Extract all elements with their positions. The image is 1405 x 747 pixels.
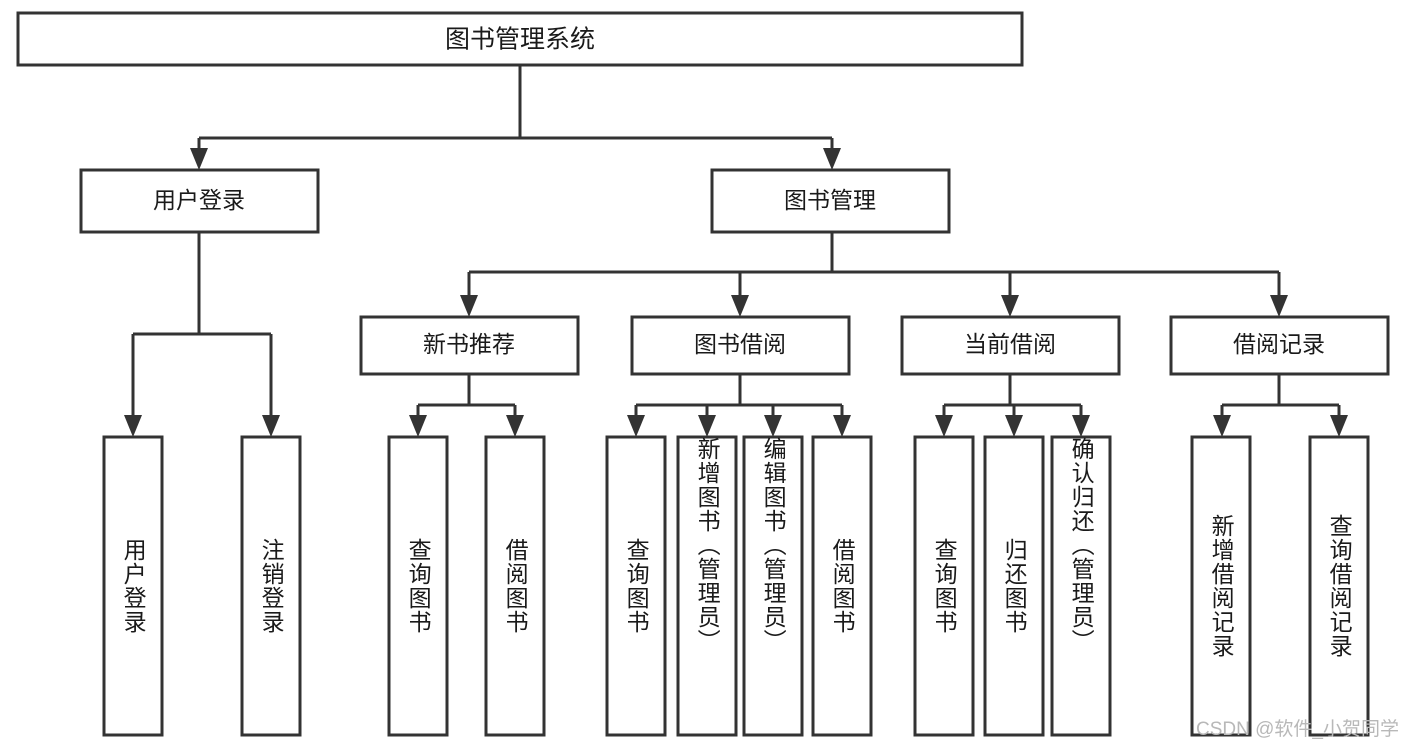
arrow-head-bb-leaf2 xyxy=(698,415,716,437)
node-leaf-cb-confirm-return[interactable] xyxy=(1050,435,1112,737)
node-book-borrow[interactable] xyxy=(630,315,851,376)
arrow-head-cb-leaf2 xyxy=(1005,415,1023,437)
node-leaf-cb-return-book[interactable] xyxy=(983,435,1045,737)
node-new-book-recommend[interactable] xyxy=(359,315,580,376)
arrow-head-nbr-leaf1 xyxy=(409,415,427,437)
node-user-login[interactable] xyxy=(79,168,320,234)
arrow-head-br-leaf2 xyxy=(1330,415,1348,437)
node-borrow-record[interactable] xyxy=(1169,315,1390,376)
node-leaf-bb-add-book[interactable] xyxy=(676,435,738,737)
node-book-management[interactable] xyxy=(710,168,951,234)
node-leaf-br-query-record[interactable] xyxy=(1308,435,1370,737)
node-new-book-recommend-label: 新书推荐 xyxy=(423,331,515,357)
node-leaf-user-login-login[interactable] xyxy=(102,435,164,737)
arrow-head-borrow-record xyxy=(1270,295,1288,317)
arrow-head-user-login xyxy=(190,148,208,170)
arrow-head-book-borrow xyxy=(731,295,749,317)
node-leaf-bb-borrow-book[interactable] xyxy=(811,435,873,737)
node-leaf-bb-edit-book[interactable] xyxy=(742,435,804,737)
node-book-management-label: 图书管理 xyxy=(784,187,876,213)
node-root[interactable] xyxy=(16,11,1024,67)
arrow-head-bb-leaf3 xyxy=(764,415,782,437)
arrow-head-cb-leaf3 xyxy=(1072,415,1090,437)
node-leaf-cb-query-book[interactable] xyxy=(913,435,975,737)
node-current-borrow-label: 当前借阅 xyxy=(964,331,1056,357)
node-user-login-label: 用户登录 xyxy=(153,187,245,213)
arrow-head-current-borrow xyxy=(1001,295,1019,317)
arrow-head-new-book xyxy=(460,295,478,317)
node-root-label: 图书管理系统 xyxy=(445,26,595,54)
node-leaf-nbr-query-book[interactable] xyxy=(387,435,449,737)
arrow-head-ul-leaf1 xyxy=(124,415,142,437)
arrow-head-cb-leaf1 xyxy=(935,415,953,437)
node-book-borrow-label: 图书借阅 xyxy=(694,331,786,357)
node-layer: 图书管理系统 用户登录 图书管理 新书推荐 图书借阅 当前借阅 借阅记录 xyxy=(16,11,1390,737)
node-leaf-br-add-record[interactable] xyxy=(1190,435,1252,737)
node-borrow-record-label: 借阅记录 xyxy=(1233,331,1325,357)
arrow-head-bb-leaf1 xyxy=(627,415,645,437)
node-leaf-user-login-logout[interactable] xyxy=(240,435,302,737)
arrow-head-book-mgmt xyxy=(823,148,841,170)
node-current-borrow[interactable] xyxy=(900,315,1121,376)
arrow-head-ul-leaf2 xyxy=(262,415,280,437)
node-leaf-bb-query-book[interactable] xyxy=(605,435,667,737)
connector-layer xyxy=(124,65,1348,437)
arrow-head-nbr-leaf2 xyxy=(506,415,524,437)
node-leaf-nbr-borrow-book[interactable] xyxy=(484,435,546,737)
arrow-head-bb-leaf4 xyxy=(833,415,851,437)
csdn-watermark: CSDN @软件_小贺同学 xyxy=(1196,719,1399,740)
arrow-head-br-leaf1 xyxy=(1213,415,1231,437)
